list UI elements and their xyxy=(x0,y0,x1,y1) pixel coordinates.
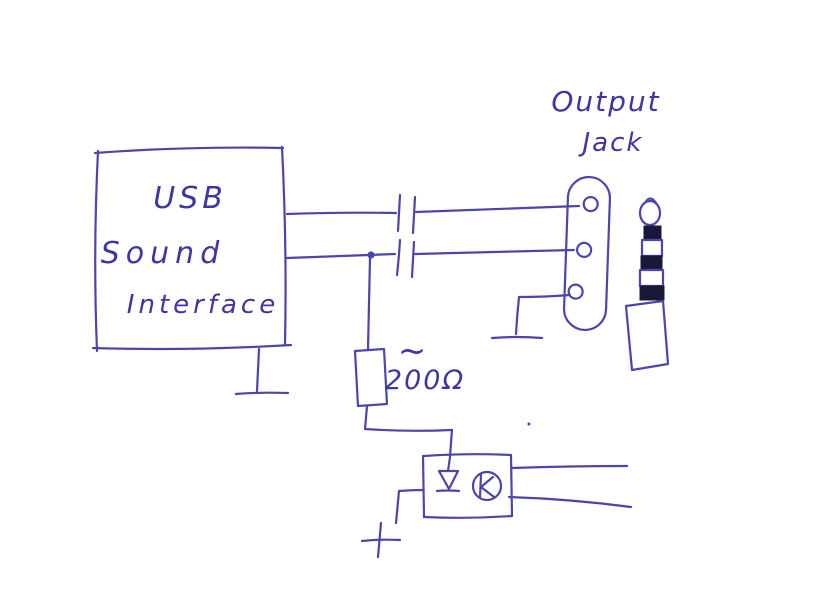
box-top-edge xyxy=(93,146,285,155)
box-bottom-edge xyxy=(91,343,293,351)
trs-plug-ring-1 xyxy=(640,238,664,258)
wire-cap1-to-jack xyxy=(414,204,581,214)
wire-opto-left-drop xyxy=(394,489,401,525)
jack-terminal-tip xyxy=(582,195,599,213)
wire-opto-right-bottom xyxy=(507,495,633,509)
trs-plug-dark-band-2 xyxy=(640,255,663,271)
opto-right-leads xyxy=(507,464,633,509)
ground-stem xyxy=(255,347,261,393)
opto-box-right xyxy=(509,453,514,518)
output-jack xyxy=(562,175,612,332)
jack-ground-stem xyxy=(514,295,521,336)
wire-drop-to-opto xyxy=(448,428,454,458)
wire-junction-to-resistor xyxy=(366,256,372,351)
jack-body xyxy=(562,175,612,332)
trs-plug-dark-band-3 xyxy=(639,285,665,301)
box-left-edge xyxy=(94,149,100,353)
ink-speck xyxy=(527,422,531,426)
jack-label-line1: Output xyxy=(551,85,660,118)
box-label-line2: Sound xyxy=(101,236,225,271)
jack-ground-bar xyxy=(490,335,544,340)
plus-horizontal xyxy=(360,538,402,543)
box-label-line3: Interface xyxy=(127,290,279,320)
wire-opto-right-top xyxy=(510,464,629,470)
optocoupler xyxy=(421,453,514,519)
box-label-line1: USB xyxy=(153,181,227,216)
box-right-edge xyxy=(280,145,287,346)
wire-resistor-to-opto xyxy=(363,427,454,458)
led-triangle xyxy=(437,469,460,491)
wire-cap2-to-jack xyxy=(413,248,576,256)
led-cathode-bar xyxy=(435,489,461,493)
trs-plug-ring-2 xyxy=(638,268,665,288)
resistor-branch: ~ 200Ω xyxy=(353,256,465,431)
usb-sound-interface-box: USB Sound Interface xyxy=(91,145,293,353)
junction-dot xyxy=(367,251,375,259)
phototransistor-circle xyxy=(471,470,503,502)
trs-plug-tip xyxy=(638,199,662,227)
cap1-left-plate xyxy=(396,193,402,233)
wire-sleeve-to-ground xyxy=(517,293,572,299)
opto-left-lead xyxy=(360,488,425,559)
trs-plug-body xyxy=(624,299,670,372)
trs-plug-tip-nub xyxy=(643,197,658,205)
wire-resistor-down xyxy=(363,404,369,431)
resistor-value-label: 200Ω xyxy=(385,365,465,396)
phototransistor-emitter xyxy=(479,485,496,499)
trs-plug-dark-band-1 xyxy=(643,225,662,241)
trs-plug-drawing xyxy=(624,197,670,372)
phototransistor-symbol xyxy=(471,470,503,502)
jack-terminal-sleeve xyxy=(567,283,584,300)
jack-label-line2: Jack xyxy=(578,128,644,158)
cap2-right-plate xyxy=(410,240,416,279)
plus-ground-symbol xyxy=(360,521,402,559)
wire-horizontal-run xyxy=(363,427,454,432)
resistor-approx-mark: ~ xyxy=(398,331,427,371)
ground-bar xyxy=(234,391,290,396)
phototransistor-collector xyxy=(479,475,495,489)
mid-signal-wire xyxy=(285,238,576,279)
output-jack-label: Output Jack xyxy=(551,85,660,158)
resistor-body xyxy=(353,347,389,408)
cap1-right-plate xyxy=(411,195,417,235)
wire-box-to-cap1 xyxy=(285,211,398,216)
top-signal-wire xyxy=(285,193,581,235)
wire-box-to-cap2 xyxy=(285,252,397,260)
jack-terminal-ring xyxy=(576,241,593,258)
opto-box-left xyxy=(421,454,426,519)
led-symbol xyxy=(435,455,461,493)
wire-opto-left xyxy=(397,488,425,493)
ground-symbol-usb xyxy=(234,347,290,396)
cap2-left-plate xyxy=(395,238,402,277)
capacitor-top xyxy=(396,193,417,235)
opto-box-top xyxy=(422,453,513,458)
opto-box-bottom xyxy=(422,514,514,519)
ground-symbol-jack xyxy=(490,293,572,340)
capacitor-mid xyxy=(395,238,416,279)
led-anode-lead xyxy=(446,455,452,473)
